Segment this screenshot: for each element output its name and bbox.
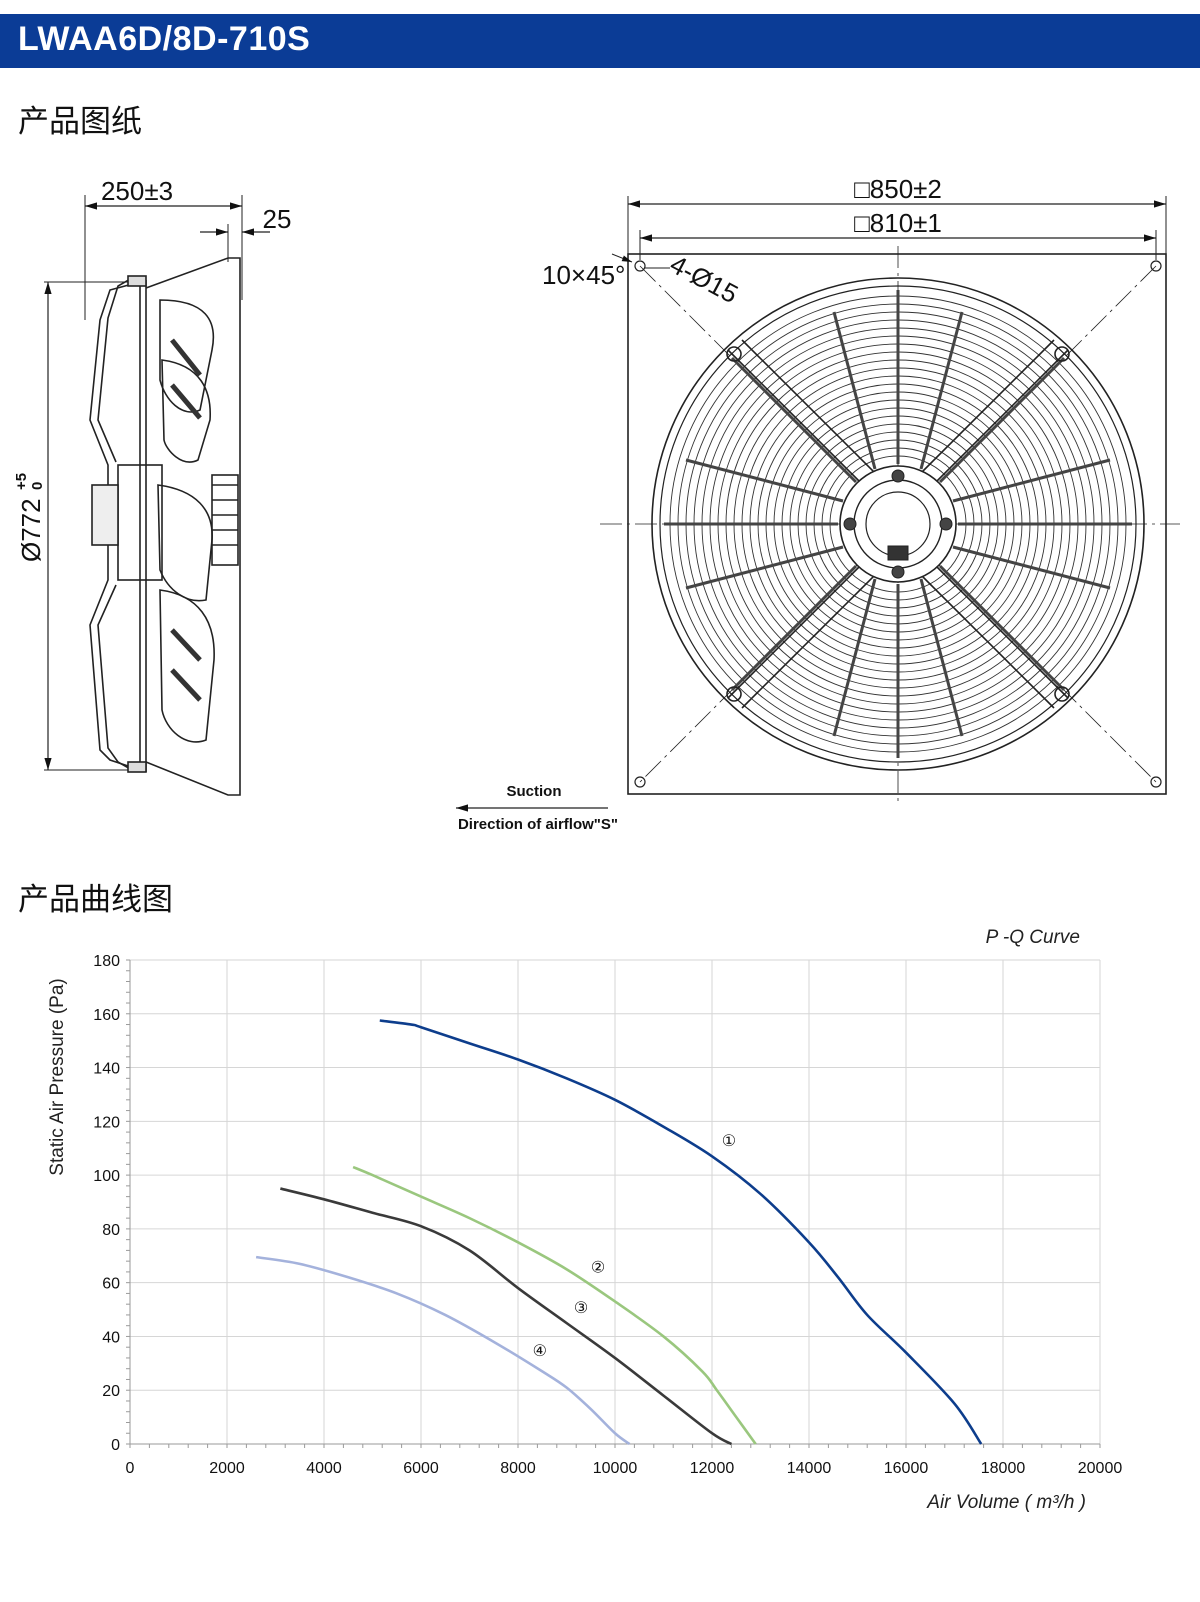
x-tick-label: 14000 — [787, 1460, 832, 1477]
x-tick-label: 12000 — [690, 1460, 735, 1477]
chamfer-dimension: 10×45° — [542, 260, 625, 290]
top-strip — [0, 0, 1200, 14]
airflow-label: Direction of airflow"S" — [458, 816, 618, 833]
y-tick-label: 60 — [102, 1276, 120, 1293]
y-tick-label: 80 — [102, 1222, 120, 1239]
chart-series: ① ② ③ ④ — [255, 1019, 983, 1446]
svg-text:Ø772: Ø772 — [16, 498, 46, 562]
y-tick-label: 0 — [111, 1437, 120, 1454]
chart-grid — [129, 959, 1101, 1445]
series-label-1: ① — [722, 1133, 736, 1150]
holes-dimension: 4-Ø15 — [665, 249, 743, 309]
y-tick-label: 140 — [93, 1061, 120, 1078]
outer-square-dimension: □850±2 — [854, 174, 942, 204]
hole-square-dimension: □810±1 — [854, 208, 942, 238]
side-view — [44, 195, 270, 796]
model-title: LWAA6D/8D-710S — [18, 20, 311, 58]
series-line-1 — [379, 1019, 983, 1445]
y-tick-label: 100 — [93, 1168, 120, 1185]
series-line-4 — [255, 1255, 631, 1446]
series-label-2: ② — [591, 1260, 605, 1277]
x-tick-label: 16000 — [884, 1460, 929, 1477]
svg-text:0: 0 — [29, 482, 46, 490]
pq-chart: 0 2000 4000 6000 8000 10000 12000 14000 16000 180… — [47, 927, 1122, 1513]
curve-section-heading: 产品曲线图 — [18, 882, 173, 918]
svg-text:+5: +5 — [13, 473, 30, 490]
product-drawing: 250±3 25 Ø772 +5 0 — [13, 174, 1180, 833]
x-tick-label: 0 — [126, 1460, 135, 1477]
title-bar: LWAA6D/8D-710S — [0, 14, 1200, 68]
series-label-3: ③ — [574, 1300, 588, 1317]
x-tick-label: 8000 — [500, 1460, 536, 1477]
front-view — [600, 196, 1180, 802]
chart-title: P -Q Curve — [986, 927, 1080, 948]
flange-dimension: 25 — [263, 204, 292, 234]
x-axis-label: Air Volume ( m³/h ) — [926, 1492, 1086, 1513]
y-tick-label: 40 — [102, 1329, 120, 1346]
y-tick-label: 20 — [102, 1383, 120, 1400]
x-tick-label: 20000 — [1078, 1460, 1123, 1477]
chart-ticks: 0 2000 4000 6000 8000 10000 12000 14000 16000 180… — [93, 953, 1122, 1477]
y-tick-label: 160 — [93, 1007, 120, 1024]
series-line-2 — [352, 1165, 757, 1445]
depth-dimension: 250±3 — [101, 176, 173, 206]
x-tick-label: 6000 — [403, 1460, 439, 1477]
y-tick-label: 120 — [93, 1114, 120, 1131]
x-tick-label: 18000 — [981, 1460, 1026, 1477]
series-line-3 — [280, 1187, 733, 1446]
y-tick-label: 180 — [93, 953, 120, 970]
diameter-dimension: Ø772 +5 0 — [13, 473, 46, 562]
x-tick-label: 2000 — [209, 1460, 245, 1477]
suction-label: Suction — [507, 783, 562, 800]
y-axis-label: Static Air Pressure (Pa) — [47, 978, 68, 1175]
x-tick-label: 4000 — [306, 1460, 342, 1477]
x-tick-label: 10000 — [593, 1460, 638, 1477]
series-label-4: ④ — [533, 1343, 547, 1360]
drawing-section-heading: 产品图纸 — [18, 104, 142, 140]
